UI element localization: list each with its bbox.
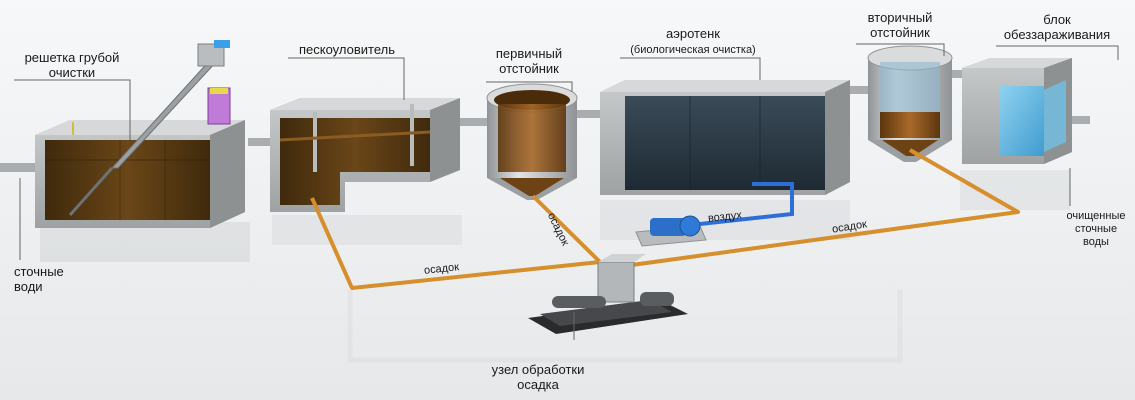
sand-trap-tank: [270, 98, 460, 212]
label-aerotank-sub: (биологическая очистка): [630, 44, 756, 56]
label-sludge-unit: узел обработки осадка: [491, 362, 585, 392]
sludge-treatment-unit: [528, 254, 688, 334]
pipe-5: [950, 70, 964, 78]
coarse-screen-tank: [35, 120, 245, 228]
label-sand-trap: пескоуловитель: [299, 42, 395, 57]
sludge-pipes: [310, 148, 1020, 290]
label-coarse-screen-line1: решетка грубой: [24, 50, 120, 65]
disinfection-block: [962, 58, 1072, 164]
pipe-4: [850, 86, 872, 94]
inlet-pipe: [0, 163, 40, 172]
pipe-3: [575, 110, 603, 118]
outlet-pipe: [1068, 116, 1090, 124]
screen-rake: [68, 40, 231, 216]
label-aerotank: аэротенк (биологическая очистка): [620, 26, 766, 58]
label-secondary-settler: вторичный отстойник: [867, 10, 933, 40]
leader-lines: [14, 43, 1119, 340]
aerotank: [600, 80, 850, 195]
label-treated-out: очищенные сточные воды: [1066, 210, 1126, 248]
pipe-2: [460, 118, 490, 126]
label-wastewater-in: сточные води: [14, 264, 64, 294]
label-disinfection: блок обеззараживания: [1003, 12, 1111, 42]
label-primary-settler: первичный отстойник: [495, 46, 563, 76]
air-system: [635, 182, 794, 247]
label-coarse-screen-line2: очистки: [48, 65, 96, 80]
pipe-1: [248, 138, 274, 146]
label-coarse-screen: решетка грубой очистки: [14, 50, 130, 80]
secondary-settler: [867, 45, 953, 162]
primary-settler: [486, 83, 578, 200]
